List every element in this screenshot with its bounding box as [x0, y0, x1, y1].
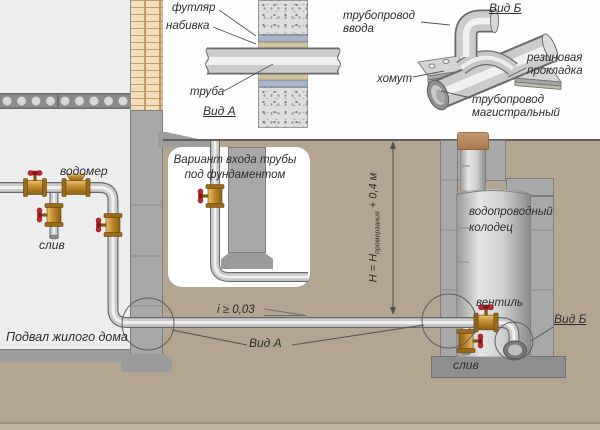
label-main-pipeline: трубопровод магистральный — [472, 94, 560, 120]
well-cap — [457, 132, 489, 150]
label-gasket: резиновая прокладка — [527, 52, 583, 78]
view-a-reference: Вид А — [249, 336, 282, 350]
slab-joint — [57, 93, 59, 109]
sleeve-band-top — [258, 35, 308, 42]
depth-subscript: промерзания — [374, 211, 382, 254]
detail-a-concrete-bottom — [258, 87, 308, 128]
soil-bottom-strip — [0, 423, 600, 430]
label-well-drain: слив — [453, 358, 479, 372]
packing-band-bottom — [258, 74, 308, 80]
label-gasket-line1: резиновая — [527, 52, 583, 64]
label-inlet-pipeline: трубопровод ввода — [343, 10, 415, 36]
clamp-saddle — [461, 58, 513, 69]
detail-a-title: Вид А — [203, 104, 236, 118]
label-slope: i ≥ 0,03 — [217, 304, 255, 316]
depth-suffix: + 0,4 м — [367, 172, 380, 209]
variant-footing — [221, 253, 273, 269]
house-footing — [121, 354, 172, 372]
sleeve-band-bottom — [258, 80, 308, 87]
label-inlet-line2: ввода — [343, 23, 374, 35]
depth-prefix: H = H — [367, 253, 380, 283]
label-well-valve: вентиль — [476, 297, 523, 309]
well-bottom-slab — [431, 356, 566, 378]
label-packing: набивка — [166, 20, 210, 32]
depth-dimension-label: H = Hпромерзания + 0,4 м — [367, 143, 384, 313]
basement-caption: Подвал жилого дома — [6, 330, 128, 344]
label-well-line1: водопроводный — [469, 206, 553, 218]
label-basement-drain: слив — [39, 238, 65, 252]
ground-surface-line-right — [489, 139, 600, 141]
label-gasket-line2: прокладка — [527, 65, 583, 77]
label-clamp: хомут — [377, 73, 413, 85]
variant-note: Вариант входа трубы под фундаментом — [170, 153, 300, 183]
label-well-name: водопроводный колодец — [469, 204, 553, 236]
label-water-meter: водомер — [60, 164, 108, 178]
detail-b-title: Вид Б — [489, 1, 522, 15]
label-main-line2: магистральный — [472, 107, 560, 119]
basement-floor — [0, 349, 130, 362]
inlet-branch-pipe — [466, 8, 499, 57]
variant-note-line1: Вариант входа трубы — [173, 154, 297, 166]
label-inlet-line1: трубопровод — [343, 10, 415, 22]
detail-a-concrete-top — [258, 0, 308, 35]
label-pipe: труба — [190, 86, 225, 98]
variant-note-line2: под фундаментом — [184, 169, 286, 181]
hollow-core-slab — [0, 93, 130, 109]
detail-a-pipe — [206, 47, 341, 75]
view-b-reference: Вид Б — [554, 312, 587, 326]
packing-band-top — [258, 42, 308, 48]
soil-bottom-line — [0, 422, 600, 424]
label-main-line1: трубопровод — [472, 94, 544, 106]
ground-surface-line — [163, 139, 457, 141]
label-sleeve: футляр — [172, 2, 216, 14]
clamp-left-plate — [417, 55, 469, 84]
brick-wall — [130, 0, 163, 110]
well-neck — [460, 147, 486, 191]
label-well-line2: колодец — [469, 222, 513, 234]
